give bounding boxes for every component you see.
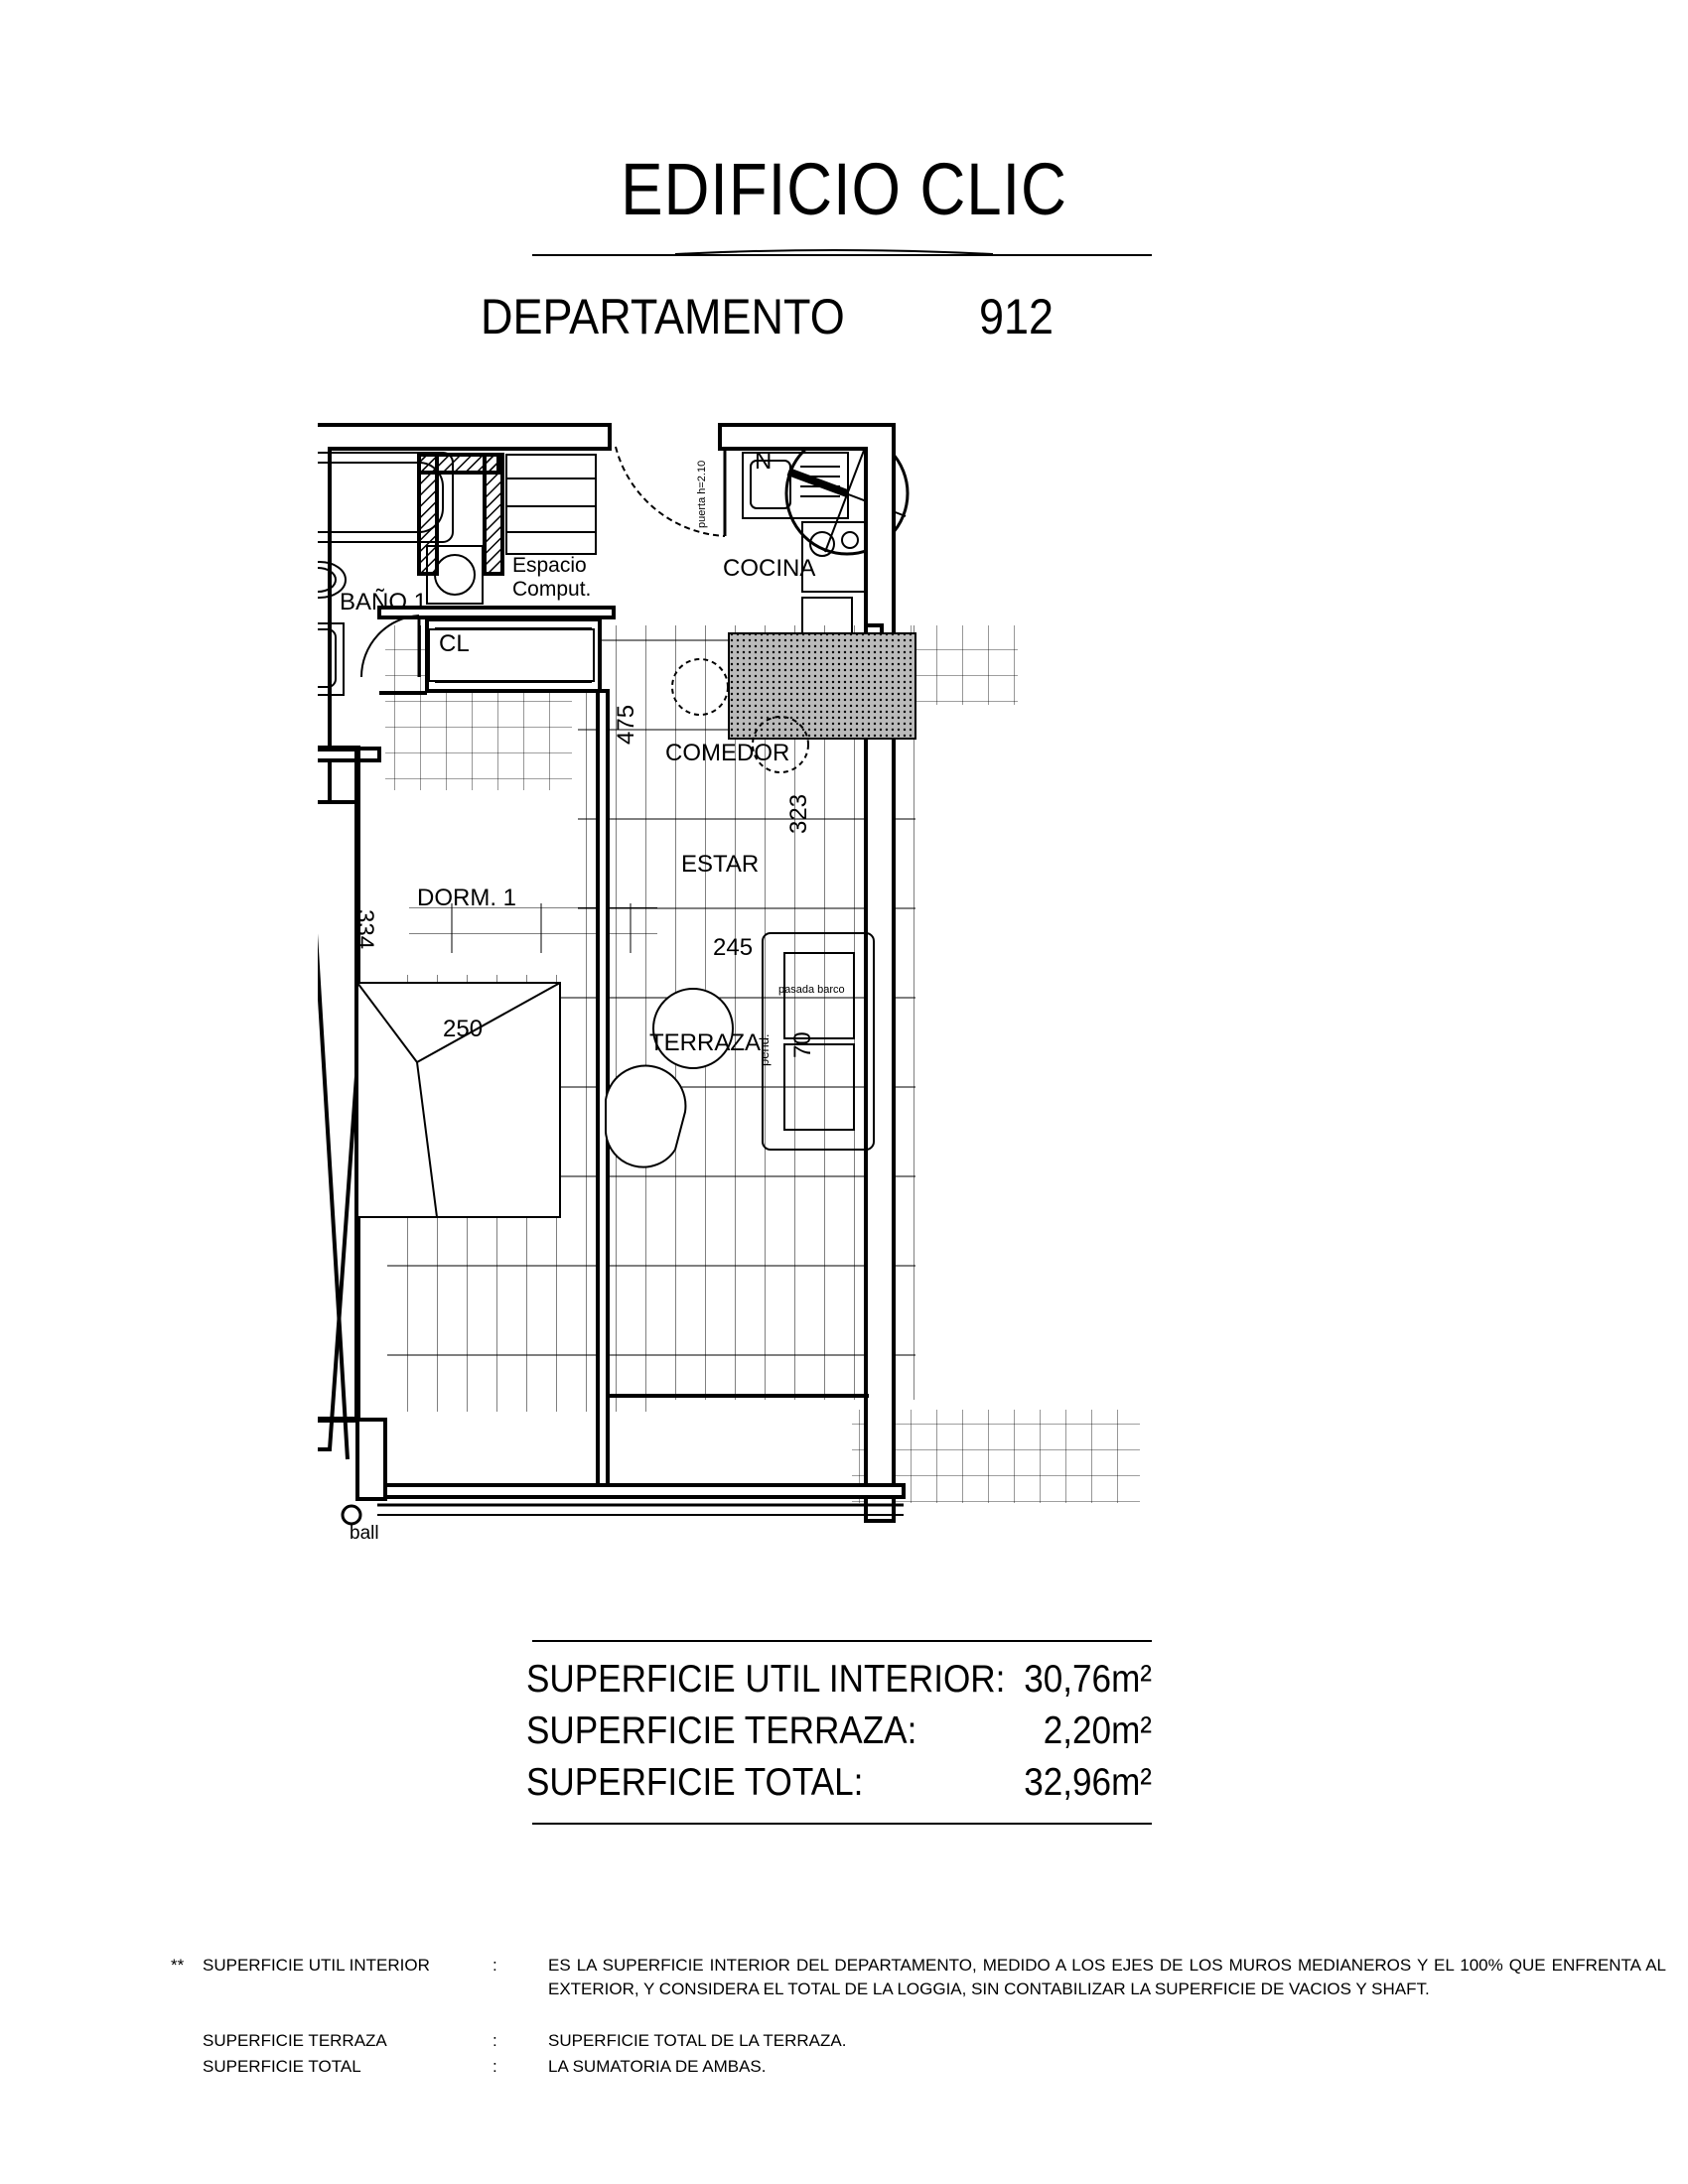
bath-door-swing <box>359 614 420 678</box>
coffee-table <box>652 988 734 1069</box>
area-value-total: 32,96m² <box>1024 1761 1152 1804</box>
dining-table <box>728 632 916 740</box>
bed <box>356 982 561 1218</box>
building-title: EDIFICIO CLIC <box>621 148 1067 230</box>
area-label-interior: SUPERFICIE UTIL INTERIOR: <box>526 1658 1006 1701</box>
room-label-bath: BAÑO 1 <box>340 589 427 615</box>
room-label-computer-1: Espacio <box>512 554 587 577</box>
area-row-terrace: SUPERFICIE TERRAZA: 2,20m² <box>526 1709 1152 1761</box>
floor-plan: N <box>318 423 1140 1544</box>
room-label-closet: CL <box>439 630 470 657</box>
notes-marker: ** <box>171 1956 185 1975</box>
sofa <box>762 932 875 1151</box>
room-label-kitchen: COCINA <box>723 555 815 582</box>
dining-chair <box>752 716 809 773</box>
areas-bottom-rule <box>532 1823 1152 1825</box>
note-sill: pasada barco <box>778 984 845 996</box>
dim-bedroom-width: 250 <box>443 1016 483 1042</box>
unit-label: DEPARTAMENTO <box>481 289 845 344</box>
area-row-interior: SUPERFICIE UTIL INTERIOR: 30,76m² <box>526 1658 1152 1709</box>
area-value-interior: 30,76m² <box>1024 1658 1152 1701</box>
armchair <box>605 1064 687 1168</box>
area-label-total: SUPERFICIE TOTAL: <box>526 1761 864 1804</box>
note-desc-util: ES LA SUPERFICIE INTERIOR DEL DEPARTAMEN… <box>548 1956 1666 1998</box>
area-value-terrace: 2,20m² <box>1043 1709 1152 1752</box>
note-desc-terrace: SUPERFICIE TOTAL DE LA TERRAZA. <box>548 2031 847 2050</box>
title-swoosh-ornament <box>675 249 993 255</box>
bathtub <box>318 452 454 543</box>
dim-terrace-depth: 70 <box>789 1031 816 1058</box>
washing-machine <box>426 545 484 605</box>
closet <box>428 628 595 682</box>
stove <box>801 521 867 593</box>
note-sep-terrace: : <box>492 2031 497 2050</box>
note-term-util: SUPERFICIE UTIL INTERIOR <box>203 1956 430 1975</box>
note-sep-total: : <box>492 2057 497 2076</box>
note-door-height: puerta h=2.10 <box>696 461 708 528</box>
area-row-total: SUPERFICIE TOTAL: 32,96m² <box>526 1761 1152 1813</box>
entry-door-swing <box>615 446 726 537</box>
unit-number: 912 <box>979 289 1055 344</box>
washbasin <box>318 622 345 696</box>
note-term-total: SUPERFICIE TOTAL <box>203 2057 361 2076</box>
note-term-terrace: SUPERFICIE TERRAZA <box>203 2031 387 2050</box>
dim-living-depth: 323 <box>785 794 812 834</box>
title-underline <box>532 254 1152 256</box>
note-desc-total: LA SUMATORIA DE AMBAS. <box>548 2057 767 2076</box>
downpipe-icon <box>341 1504 362 1526</box>
room-label-computer-2: Comput. <box>512 578 591 601</box>
areas-top-rule <box>532 1640 1152 1642</box>
dining-chair <box>671 658 729 716</box>
area-label-terrace: SUPERFICIE TERRAZA: <box>526 1709 917 1752</box>
dim-living-width: 245 <box>713 934 753 961</box>
hall-wood-floor <box>409 903 657 953</box>
toilet <box>318 561 347 599</box>
note-slope: pend. <box>757 1033 772 1066</box>
dim-bedroom-depth: 334 <box>352 909 378 949</box>
computer-desk <box>505 454 597 555</box>
room-label-living: ESTAR <box>681 851 759 878</box>
room-label-bedroom: DORM. 1 <box>417 885 516 911</box>
note-exterior: ball <box>350 1523 379 1544</box>
room-label-terrace: TERRAZA <box>649 1029 761 1056</box>
room-label-dining: COMEDOR <box>665 740 789 766</box>
note-sep-util: : <box>492 1956 497 1975</box>
dim-hall-length: 475 <box>613 705 639 745</box>
kitchen-sink <box>742 452 849 519</box>
